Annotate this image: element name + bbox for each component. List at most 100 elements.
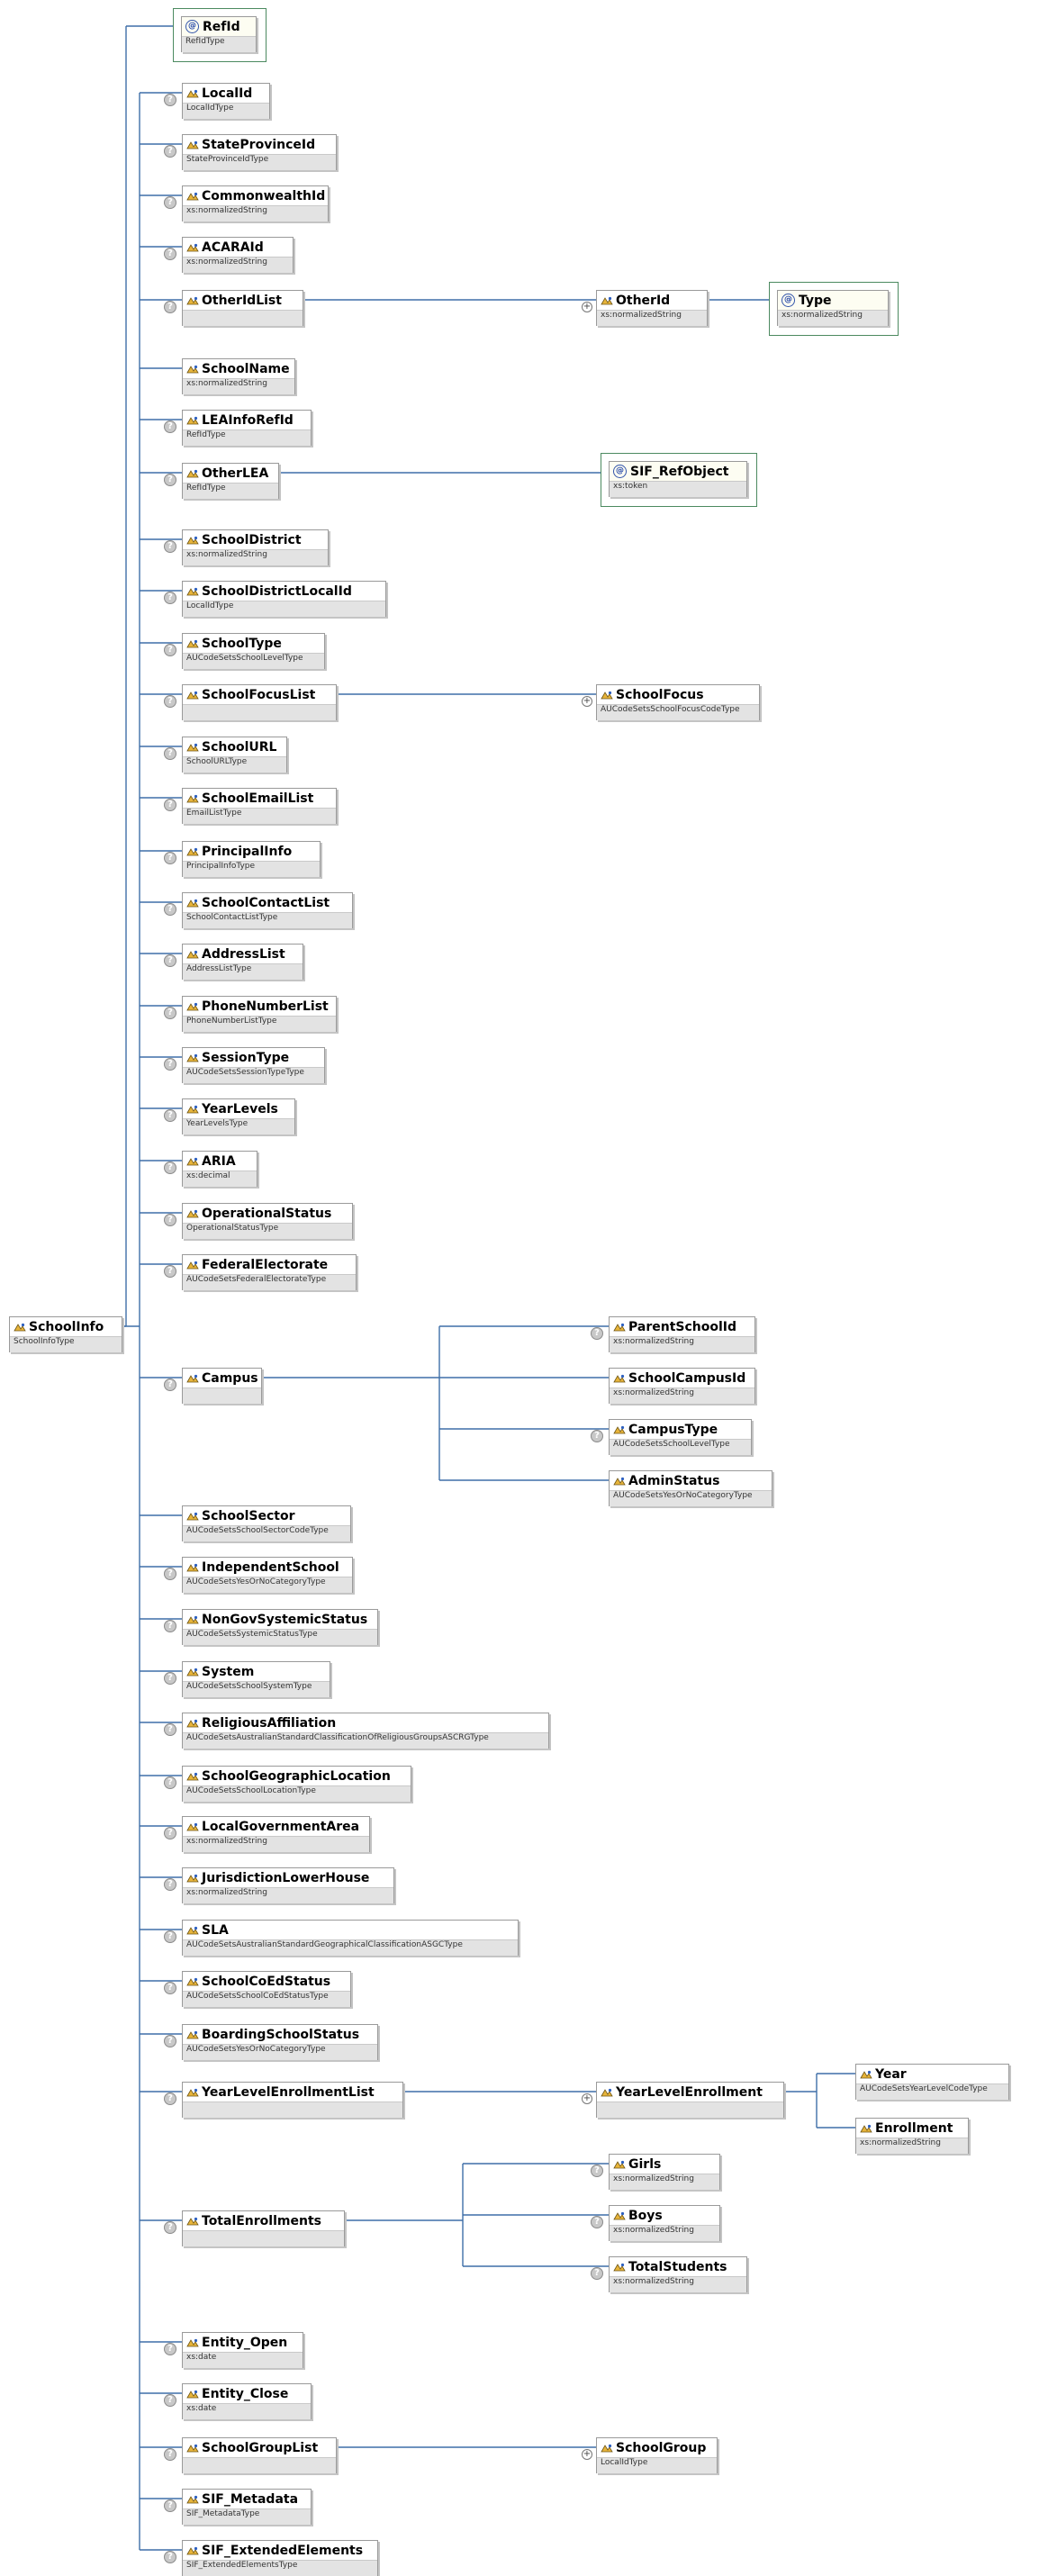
node-name: SLA <box>202 1922 229 1938</box>
element-node-yearlevelenrollmentlist[interactable]: YearLevelEnrollmentList <box>182 2082 403 2118</box>
element-node-totalenrollments[interactable]: TotalEnrollments <box>182 2210 345 2246</box>
node-title: System <box>183 1662 330 1681</box>
node-title: LEAInfoRefId <box>183 411 311 429</box>
node-name: AddressList <box>202 946 285 962</box>
node-type: YearLevelsType <box>183 1118 294 1134</box>
node-type: StateProvinceIdType <box>183 154 336 170</box>
element-icon <box>613 1477 626 1485</box>
plus-icon[interactable]: + <box>582 302 592 312</box>
node-title: BoardingSchoolStatus <box>183 2025 377 2044</box>
element-icon <box>186 192 199 200</box>
node-title: Girls <box>610 2155 719 2174</box>
node-title: FederalElectorate <box>183 1255 356 1274</box>
element-node-otheridlist[interactable]: OtherIdList <box>182 290 303 326</box>
question-mark-icon: ? <box>591 2165 603 2177</box>
node-title: SchoolURL <box>183 737 286 756</box>
node-type: xs:normalizedString <box>183 257 293 273</box>
at-sign-icon: @ <box>613 465 627 478</box>
node-name: SchoolDistrict <box>202 532 302 547</box>
element-node-campus[interactable]: Campus <box>182 1368 262 1404</box>
at-sign-icon: @ <box>185 20 199 33</box>
element-node-schoolfocuslist[interactable]: SchoolFocusList <box>182 684 337 720</box>
node-name: NonGovSystemicStatus <box>202 1612 368 1627</box>
node-title: SLA <box>183 1921 518 1939</box>
node-title: SchoolType <box>183 634 324 653</box>
plus-icon[interactable]: + <box>582 696 592 707</box>
node-name: FederalElectorate <box>202 1257 329 1272</box>
element-node-schoolgrouplist[interactable]: SchoolGroupList <box>182 2437 337 2473</box>
plus-icon[interactable]: + <box>582 2449 592 2460</box>
element-icon <box>186 1512 199 1520</box>
node-type: xs:normalizedString <box>183 378 294 394</box>
node-type: LocalIdType <box>183 601 385 617</box>
element-icon <box>186 1772 199 1780</box>
node-title: OtherLEA <box>183 464 278 483</box>
node-type: AUCodeSetsSystemicStatusType <box>183 1629 377 1645</box>
node-title: StateProvinceId <box>183 135 336 154</box>
element-icon <box>601 296 613 304</box>
plus-icon[interactable]: + <box>582 2093 592 2104</box>
element-node-yearlevelenrollment[interactable]: YearLevelEnrollment <box>596 2082 784 2118</box>
question-mark-icon: ? <box>164 196 176 209</box>
node-title: PrincipalInfo <box>183 842 320 861</box>
question-mark-icon: ? <box>164 1723 176 1736</box>
node-name: SchoolContactList <box>202 895 330 910</box>
node-title: PhoneNumberList <box>183 997 336 1016</box>
element-icon <box>186 2546 199 2554</box>
node-name: SchoolInfo <box>29 1319 104 1334</box>
element-icon <box>186 2338 199 2346</box>
